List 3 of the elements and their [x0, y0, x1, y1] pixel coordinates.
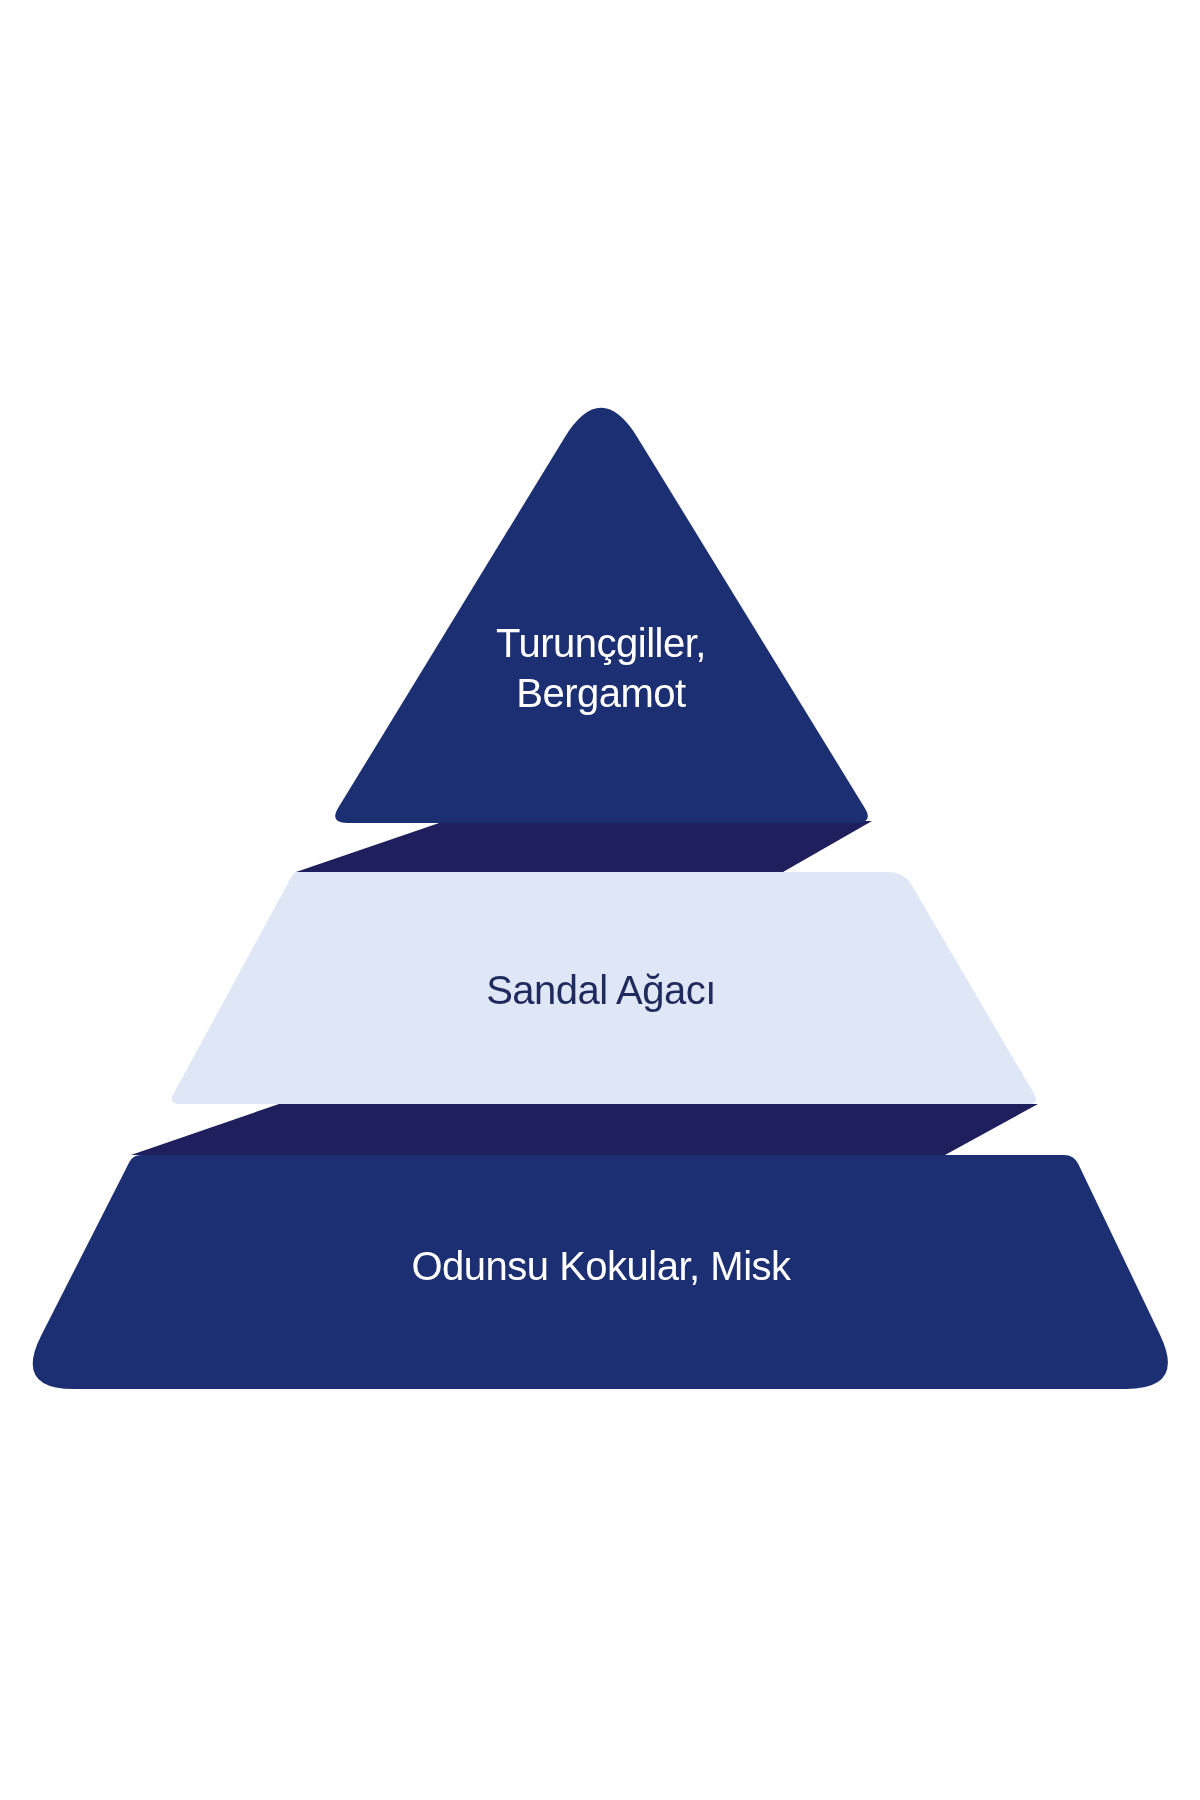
- tier-label: Odunsu Kokular, Misk: [411, 1243, 791, 1290]
- tier-label: Sandal Ağacı: [486, 967, 716, 1014]
- tier-label: Turunçgiller, Bergamot: [496, 620, 706, 717]
